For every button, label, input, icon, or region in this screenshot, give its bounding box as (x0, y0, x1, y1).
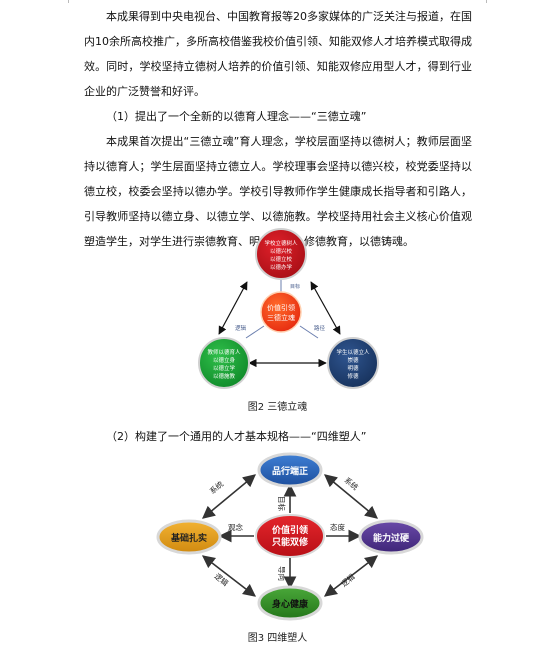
node-core-line: 三德立魂 (267, 313, 295, 322)
section1-text: 本成果得到中央电视台、中国教育报等20多家媒体的广泛关注与报道，在国内10余所高… (84, 4, 472, 254)
node-student (327, 337, 379, 389)
node-school-title: 学校立德树人 (264, 239, 298, 247)
node-teacher-line: 以德立学 (213, 364, 236, 372)
node-teacher-line: 以德施教 (213, 372, 236, 380)
node-school-line: 以德办学 (270, 263, 293, 271)
label-logic-left: 逻辑 (213, 571, 231, 589)
label-path: 路径 (314, 324, 326, 332)
node-conduct (257, 452, 323, 488)
label-concept: 观念 (228, 522, 243, 532)
node-core-line: 价值引领 (267, 303, 295, 312)
margin-mark-right (486, 0, 487, 3)
node-value-core (260, 291, 302, 333)
margin-mark-left (68, 0, 69, 3)
heading-three-virtues: （1）提出了一个全新的以德育人理念——“三德立魂” (106, 110, 367, 123)
node-core-value (255, 514, 325, 558)
node-student-title: 学生以德立人 (336, 348, 370, 356)
section2-text: （2）构建了一个通用的人才基本规格——“四维塑人” (84, 424, 472, 449)
node-ability (358, 519, 424, 555)
label-attitude: 态度 (330, 522, 345, 532)
figure-2-caption: 图2 三德立魂 (247, 402, 308, 413)
node-school-line: 以德兴校 (270, 247, 293, 255)
label-goal: 目标 (277, 496, 287, 511)
node-teacher (198, 337, 250, 389)
figure-3-caption: 图3 四维塑人 (247, 633, 308, 644)
label-system-right: 系统 (343, 475, 361, 493)
paragraph-media-coverage: 本成果得到中央电视台、中国教育报等20多家媒体的广泛关注与报道，在国内10余所高… (84, 10, 472, 98)
heading-four-dimensions: （2）构建了一个通用的人才基本规格——“四维塑人” (106, 430, 367, 443)
node-student-line: 修德 (347, 372, 359, 380)
node-school (255, 228, 307, 280)
node-school-line: 以德立校 (270, 255, 293, 263)
node-student-line: 明德 (347, 364, 359, 372)
node-health-label: 身心健康 (272, 598, 309, 610)
label-goal: 目标 (290, 283, 300, 290)
node-core-value-line: 只能双修 (272, 536, 309, 548)
node-health (257, 585, 323, 621)
node-foundation-label: 基础扎实 (170, 532, 207, 544)
label-logic: 逻辑 (235, 324, 247, 332)
label-orientation: 导向 (277, 566, 287, 581)
node-teacher-line: 以德立身 (213, 356, 236, 364)
node-foundation (156, 519, 222, 555)
node-conduct-label: 品行端正 (272, 465, 308, 477)
node-ability-label: 能力过硬 (373, 532, 410, 544)
label-system-left: 系统 (207, 478, 225, 496)
node-student-line: 崇德 (347, 356, 359, 364)
node-core-value-line: 价值引领 (272, 524, 308, 536)
paragraph-three-virtues: 本成果首次提出“三德立魂”育人理念，学校层面坚持以德树人；教师层面坚持以德育人；… (84, 135, 472, 248)
node-teacher-title: 教师以德育人 (207, 348, 241, 356)
